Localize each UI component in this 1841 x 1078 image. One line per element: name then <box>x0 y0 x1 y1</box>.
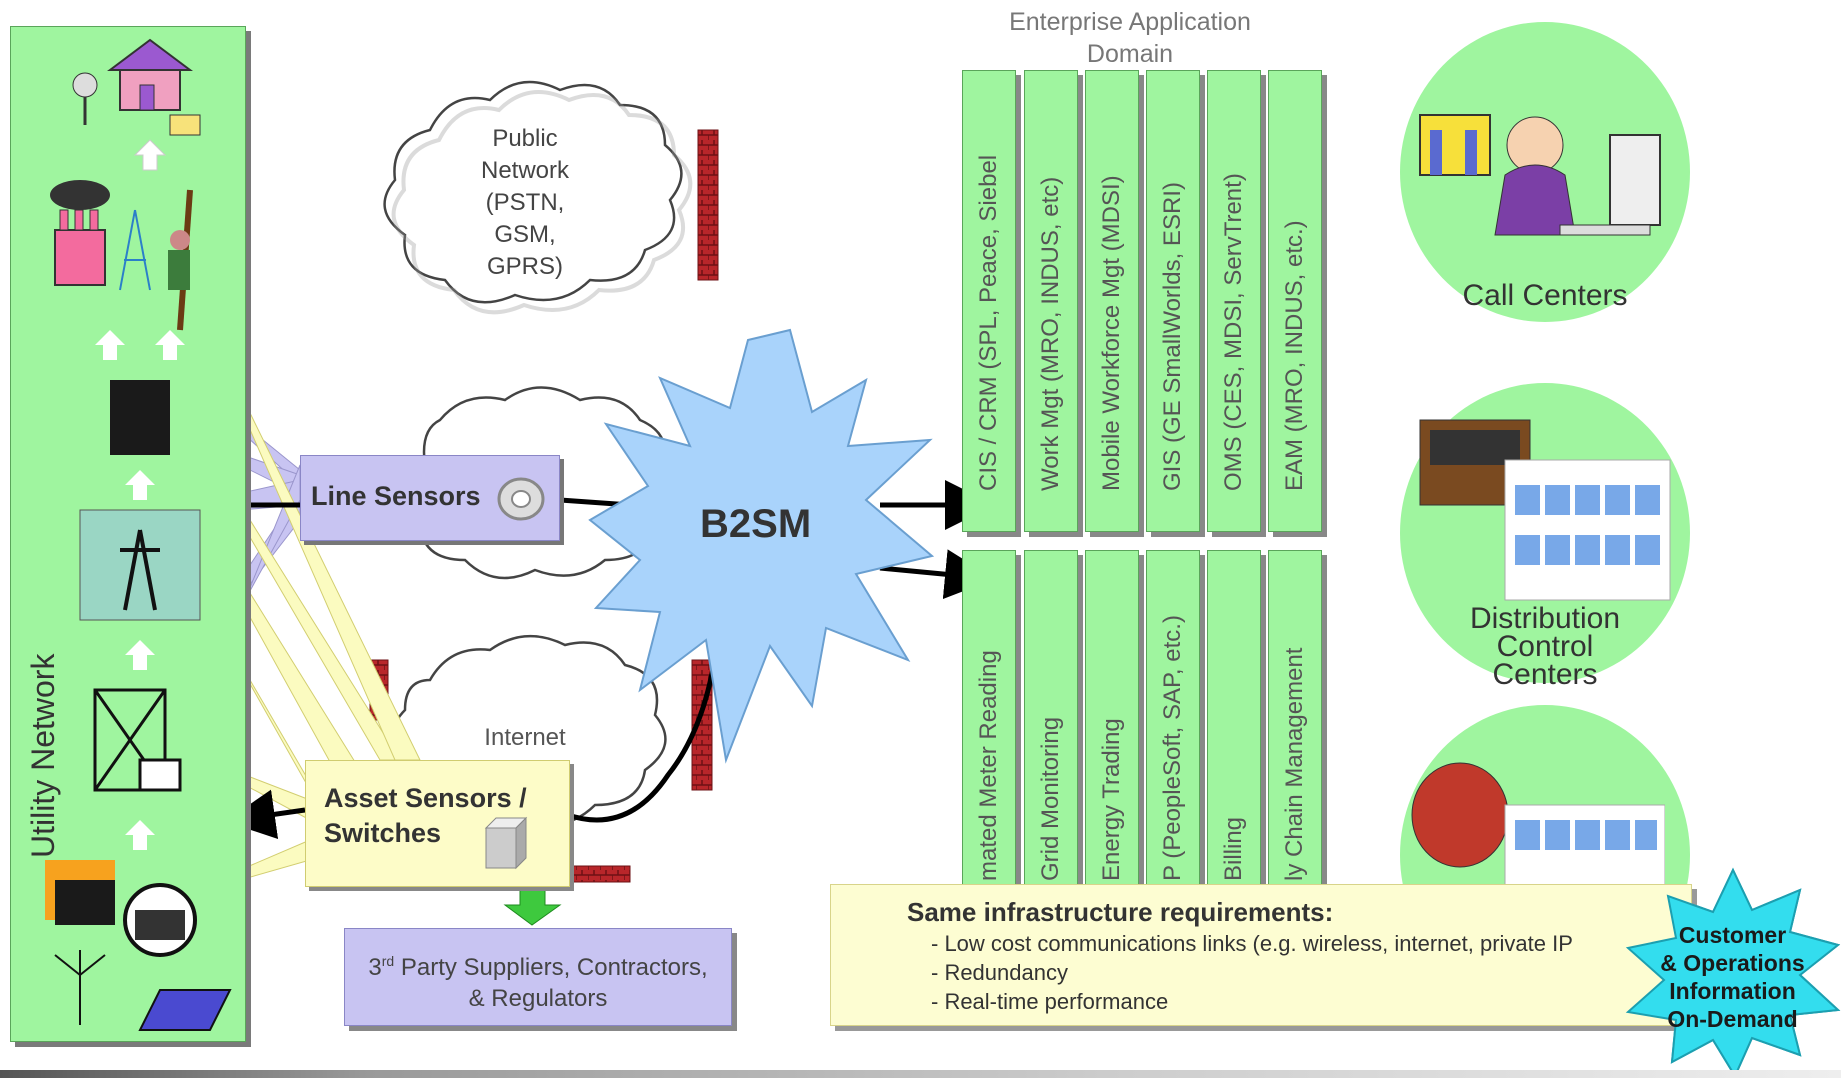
utility-icons <box>45 38 232 1031</box>
asset-sensors-line2: Switches <box>324 818 442 848</box>
top-app-label: CIS / CRM (SPL, Peace, Siebel <box>975 154 1002 491</box>
badge-line1: Customer <box>1678 922 1787 948</box>
top-app-column: Mobile Workforce Mgt (MDSI) <box>1085 70 1139 532</box>
bottom-app-label: Grid Monitoring <box>1037 716 1064 881</box>
switch-cube-icon <box>484 816 528 870</box>
requirement-item: - Real-time performance <box>931 989 1169 1014</box>
top-app-column: EAM (MRO, INDUS, etc.) <box>1268 70 1322 532</box>
customer-operations-badge: Customer & Operations Information On-Dem… <box>1630 921 1835 1033</box>
asset-sensors-line1: Asset Sensors / <box>324 783 527 813</box>
bottom-app-column: Billing <box>1207 550 1261 892</box>
enterprise-domain-title: Enterprise Application Domain <box>980 6 1280 70</box>
distribution-line2: Control <box>1496 630 1594 663</box>
enterprise-title-line2: Domain <box>1086 40 1174 68</box>
bottom-app-column: Energy Trading <box>1085 550 1139 892</box>
b2sm-burst-shape <box>588 328 935 764</box>
call-centers-label: Call Centers <box>1462 279 1628 312</box>
transmission-tower-icon <box>119 209 151 291</box>
firewall-top <box>697 129 719 281</box>
bottom-app-label: Energy Trading <box>1098 718 1125 881</box>
sensor-disc-icon <box>497 477 545 521</box>
suppliers-box: 3rd Party Suppliers, Contractors, & Regu… <box>344 928 732 1026</box>
requirements-box: Same infrastructure requirements: - Low … <box>830 884 1692 1026</box>
badge-line4: On-Demand <box>1667 1006 1798 1032</box>
public-network-line2: Network <box>480 157 570 184</box>
requirements-title: Same infrastructure requirements: <box>907 897 1334 927</box>
smokestack-icon <box>50 180 110 286</box>
bottom-app-column: P (PeopleSoft, SAP, etc.) <box>1146 550 1200 892</box>
suppliers-line1: 3rd Party Suppliers, Contractors, <box>345 945 731 984</box>
line-sensors-box: Line Sensors <box>300 455 560 541</box>
requirement-item: - Low cost communications links (e.g. wi… <box>931 931 1573 956</box>
line-sensors-label: Line Sensors <box>311 481 481 511</box>
flow-arrow-icon <box>133 139 167 171</box>
top-app-label: EAM (MRO, INDUS, etc.) <box>1281 220 1308 491</box>
public-network-label: Public Network (PSTN, GSM, GPRS) <box>470 123 580 283</box>
public-network-line4: GSM, <box>494 221 556 248</box>
distribution-substation-icon <box>93 688 182 792</box>
firewall-bottom <box>569 865 631 883</box>
suppliers-ordinal: 3 <box>368 954 382 981</box>
public-network-line3: (PSTN, <box>485 189 565 216</box>
badge-line2: & Operations <box>1660 950 1805 976</box>
asset-sensors-box: Asset Sensors / Switches <box>305 760 570 887</box>
suppliers-line2: & Regulators <box>468 985 608 1012</box>
power-plant-icon <box>45 860 197 957</box>
distribution-centers-label: Distribution Control Centers <box>1400 602 1690 691</box>
top-app-label: Work Mgt (MRO, INDUS, etc) <box>1037 176 1064 491</box>
bottom-app-label: P (PeopleSoft, SAP, etc.) <box>1159 615 1186 881</box>
requirements-list: - Low cost communications links (e.g. wi… <box>931 929 1573 1016</box>
distribution-line3: Centers <box>1492 658 1598 691</box>
bottom-app-label: Billing <box>1220 816 1247 881</box>
enterprise-title-line1: Enterprise Application <box>1009 8 1251 36</box>
lineman-icon <box>168 189 193 331</box>
top-app-column: GIS (GE SmallWorlds, ESRI) <box>1146 70 1200 532</box>
suppliers-line1-text: Party Suppliers, Contractors, <box>394 954 708 981</box>
bottom-app-column: ly Chain Management <box>1268 550 1322 892</box>
operations-illustration <box>1411 762 1665 890</box>
internet-label: Internet <box>484 724 566 751</box>
top-app-column: CIS / CRM (SPL, Peace, Siebel <box>962 70 1016 532</box>
renewables-icon <box>54 950 232 1031</box>
bottom-app-column: Grid Monitoring <box>1024 550 1078 892</box>
requirement-item: - Redundancy <box>931 960 1068 985</box>
distribution-line1: Distribution <box>1469 602 1621 635</box>
distribution-illustration <box>1419 419 1671 601</box>
call-center-illustration <box>1419 114 1661 236</box>
top-app-label: OMS (CES, MDSI, ServTrent) <box>1220 173 1247 491</box>
top-app-column: Work Mgt (MRO, INDUS, etc) <box>1024 70 1078 532</box>
top-app-column: OMS (CES, MDSI, ServTrent) <box>1207 70 1261 532</box>
top-app-label: GIS (GE SmallWorlds, ESRI) <box>1159 182 1186 491</box>
bottom-app-label: ly Chain Management <box>1281 647 1308 881</box>
house-icon <box>72 38 201 136</box>
public-network-line5: GPRS) <box>486 253 563 280</box>
bottom-app-label: mated Meter Reading <box>975 650 1002 881</box>
suppliers-ordinal-suffix: rd <box>381 953 395 969</box>
badge-line3: Information <box>1669 978 1796 1004</box>
bottom-app-column: mated Meter Reading <box>962 550 1016 892</box>
public-network-cloud <box>383 80 683 304</box>
substation-icon <box>110 380 170 455</box>
footer-bar <box>0 1070 1841 1078</box>
power-lines-icon <box>79 509 201 621</box>
public-network-line1: Public <box>492 125 558 152</box>
asset-sensors-label: Asset Sensors / Switches <box>324 781 527 851</box>
top-app-label: Mobile Workforce Mgt (MDSI) <box>1098 175 1125 491</box>
b2sm-label: B2SM <box>700 502 812 546</box>
